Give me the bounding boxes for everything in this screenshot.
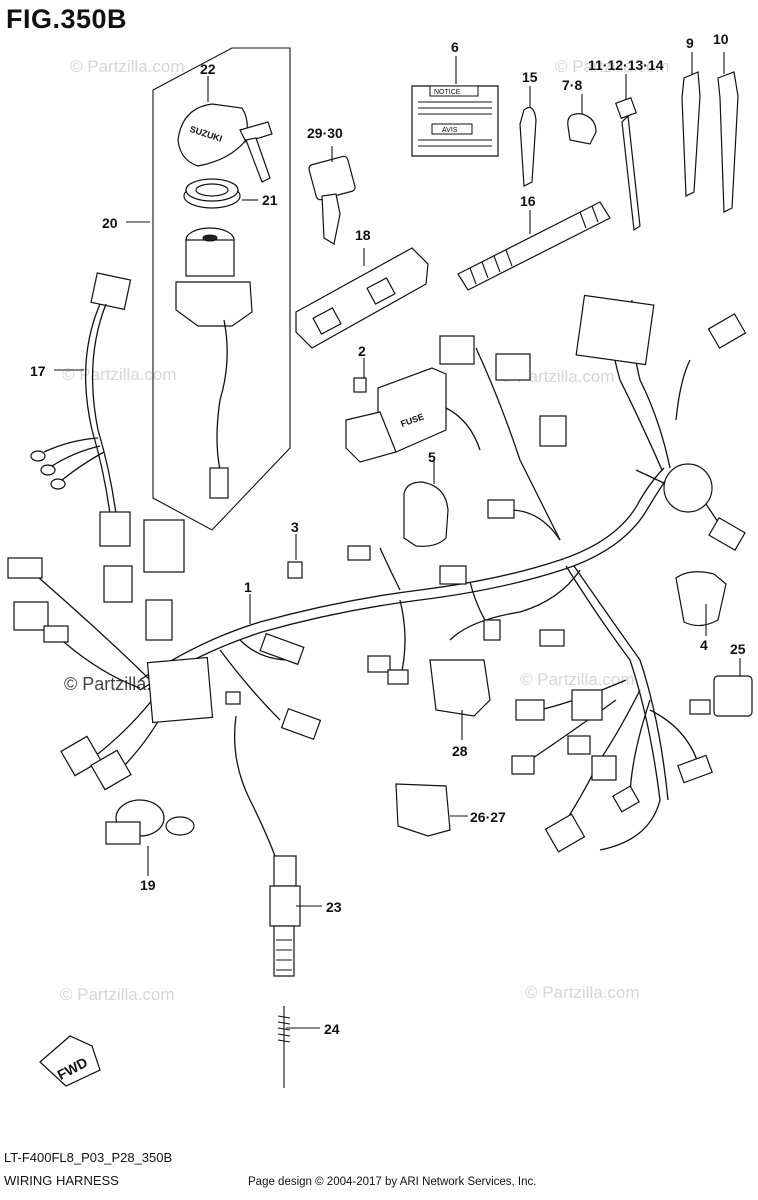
callout-11-14: 11·12·13·14	[588, 57, 664, 73]
callout-25: 25	[730, 641, 746, 657]
callout-5: 5	[428, 449, 436, 465]
fuse-box-part: FUSE	[345, 367, 481, 463]
spring-part-24	[277, 1006, 291, 1088]
callout-20: 20	[102, 215, 118, 231]
callout-23: 23	[326, 899, 342, 915]
callout-7-8: 7·8	[562, 77, 582, 93]
callout-10: 10	[713, 31, 729, 47]
callout-24: 24	[324, 1021, 340, 1037]
callout-26-27: 26·27	[470, 809, 506, 825]
callout-28: 28	[452, 743, 468, 759]
callout-19: 19	[140, 877, 156, 893]
fwd-arrow: FWD	[39, 1035, 101, 1087]
leader-lines	[54, 52, 741, 1029]
plate-part-28	[429, 659, 491, 717]
callout-16: 16	[520, 193, 536, 209]
notice-text: NOTICE	[434, 89, 461, 96]
model-code: LT-F400FL8_P03_P28_350B	[4, 1150, 173, 1165]
connector-part-3	[287, 561, 303, 579]
callout-21: 21	[262, 192, 278, 208]
callouts: 22 21 20 17 29·30 18 2 6 15 7·8 11·12·13…	[30, 31, 746, 1037]
ring-nut-part	[183, 178, 241, 209]
sub-harness-part-17	[30, 272, 132, 547]
switch-part-19	[105, 799, 195, 845]
harness-tube-part	[457, 201, 611, 291]
ignition-group-box	[152, 47, 291, 531]
callout-29-30: 29·30	[307, 125, 343, 141]
main-harness-part-1	[7, 294, 747, 871]
cable-tie-part-11-14	[614, 96, 641, 232]
callout-4: 4	[700, 637, 708, 653]
bracket-part	[295, 247, 429, 349]
callout-1: 1	[244, 579, 252, 595]
watermark: © Partzilla.com	[60, 985, 175, 1004]
sensor-part-23	[269, 855, 301, 977]
tie-part-10	[717, 71, 739, 213]
callout-22: 22	[200, 61, 216, 77]
watermark: © Partzilla.com	[70, 57, 185, 76]
callout-18: 18	[355, 227, 371, 243]
watermark: © Partzilla.com	[525, 983, 640, 1002]
protector-part-5	[403, 481, 449, 547]
coupler-part-26-27	[395, 783, 451, 837]
clip-part-15	[519, 107, 537, 187]
watermark-group: © Partzilla.com © Partzilla.com © Partzi…	[60, 57, 670, 1004]
callout-2: 2	[358, 343, 366, 359]
copyright-notice: Page design © 2004-2017 by ARI Network S…	[248, 1176, 537, 1188]
callout-9: 9	[686, 35, 694, 51]
clamp-part-7-8	[567, 113, 597, 145]
callout-6: 6	[451, 39, 459, 55]
watermark: © Partzilla.com	[62, 365, 177, 384]
tie-part-9	[681, 71, 701, 197]
key-part	[308, 155, 356, 245]
figure-title: FIG.350B	[6, 4, 128, 34]
watermark: © Partzilla.com	[555, 57, 670, 76]
relay-part-25	[713, 675, 753, 717]
callout-3: 3	[291, 519, 299, 535]
callout-17: 17	[30, 363, 46, 379]
ignition-switch-part	[175, 227, 253, 499]
boot-part-4	[675, 571, 727, 627]
avis-text: AVIS	[442, 127, 458, 134]
callout-15: 15	[522, 69, 538, 85]
diagram-name: WIRING HARNESS	[4, 1173, 119, 1188]
notice-label-part: NOTICE AVIS	[411, 85, 499, 157]
watermark: © Partzilla.com	[520, 670, 635, 689]
ignition-cover-part: SUZUKI	[177, 103, 273, 183]
